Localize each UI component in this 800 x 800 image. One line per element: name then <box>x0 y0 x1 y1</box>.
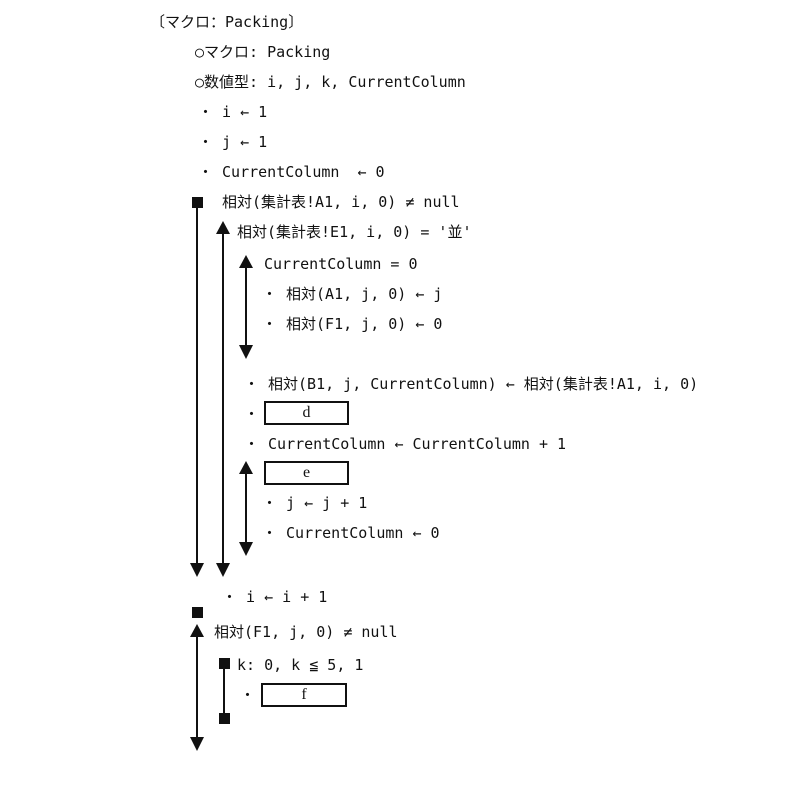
stmt-i-increment: ・ i ← i + 1 <box>222 588 328 606</box>
loop2-arrow-up <box>190 624 204 637</box>
loop3-end-marker <box>219 713 230 724</box>
sel2-arrow-up <box>239 255 253 268</box>
stmt-j-init: ・ j ← 1 <box>198 133 268 151</box>
loop2-arrow-down <box>190 737 204 751</box>
stmt-i-init: ・ i ← 1 <box>198 103 268 121</box>
sele-arrow-up <box>239 461 253 474</box>
sel1-condition: 相対(集計表!E1, i, 0) = '並' <box>237 223 472 241</box>
loop2-condition: 相対(F1, j, 0) ≠ null <box>214 623 398 641</box>
variable-declaration: ○数値型: i, j, k, CurrentColumn <box>195 73 466 91</box>
loop1-condition: 相対(集計表!A1, i, 0) ≠ null <box>222 193 460 211</box>
sel2-arrow-down <box>239 345 253 359</box>
loop3-start-marker <box>219 658 230 669</box>
blank-d-bullet: ・ <box>244 405 260 423</box>
stmt-currentcolumn-init: ・ CurrentColumn ← 0 <box>198 163 385 181</box>
blank-f-box: f <box>261 683 347 707</box>
blank-d-box: d <box>264 401 349 425</box>
sel2-condition: CurrentColumn = 0 <box>264 255 418 273</box>
loop1-arrow-down <box>190 563 204 577</box>
sel1-arrow-down <box>216 563 230 577</box>
stmt-f1-assign: ・ 相対(F1, j, 0) ← 0 <box>262 315 443 333</box>
stmt-currentcolumn-increment: ・ CurrentColumn ← CurrentColumn + 1 <box>244 435 567 453</box>
loop1-start-marker <box>192 197 203 208</box>
macro-header: 〔マクロ：Packing〕 <box>150 13 304 31</box>
loop3-condition: k: 0, k ≦ 5, 1 <box>237 656 364 674</box>
sel1-arrow-up <box>216 221 230 234</box>
blank-f-bullet: ・ <box>240 686 256 704</box>
stmt-b1-assign: ・ 相対(B1, j, CurrentColumn) ← 相対(集計表!A1, … <box>244 375 699 393</box>
blank-e-box: e <box>264 461 349 485</box>
loop1-end-marker <box>192 607 203 618</box>
stmt-j-increment: ・ j ← j + 1 <box>262 494 368 512</box>
stmt-a1-assign: ・ 相対(A1, j, 0) ← j <box>262 285 443 303</box>
sele-arrow-down <box>239 542 253 556</box>
macro-declaration: ○マクロ: Packing <box>195 43 331 61</box>
stmt-currentcolumn-reset: ・ CurrentColumn ← 0 <box>262 524 440 542</box>
